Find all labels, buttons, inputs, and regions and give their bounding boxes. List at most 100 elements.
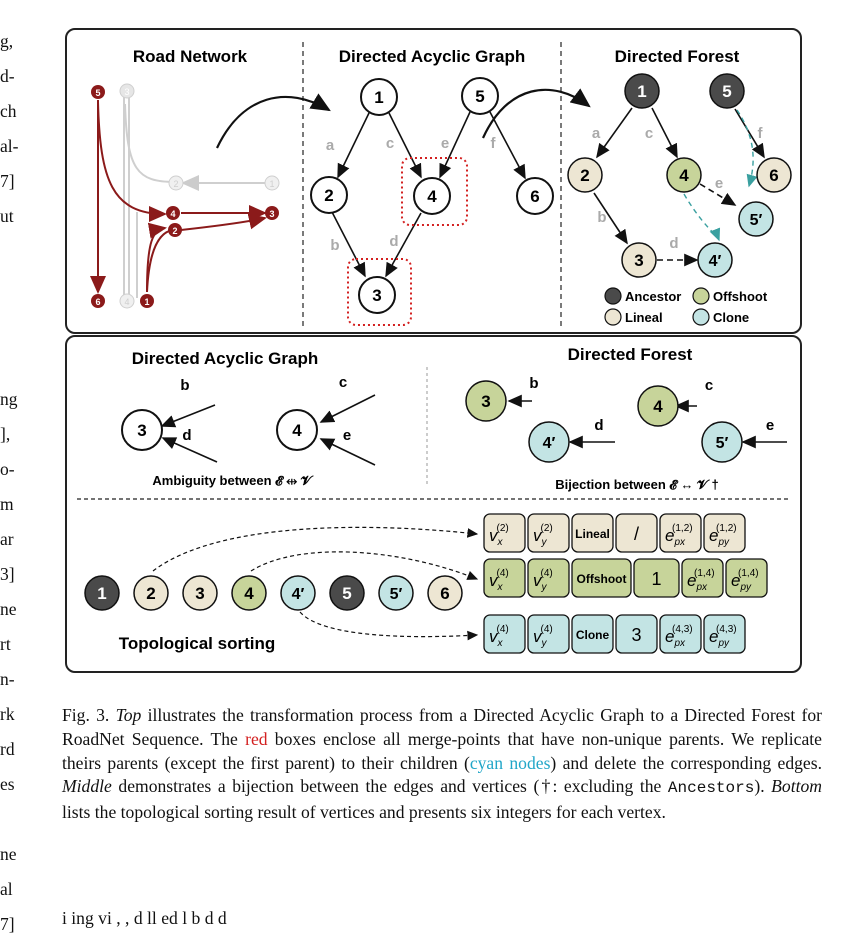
- dag-edge-label: c: [386, 135, 394, 152]
- caption-cyan: cyan nodes: [469, 752, 551, 773]
- integer-cell-text: vx(4): [489, 568, 509, 593]
- row-connector: [152, 526, 479, 572]
- forest-node-2-lineal: 2: [567, 157, 603, 193]
- clone-copy-arrow: [683, 193, 721, 242]
- left-fragment: al: [0, 879, 13, 899]
- integer-cell: [659, 513, 702, 553]
- topo-node-2: 2: [133, 575, 169, 611]
- forest-node-5-ancestor: 5: [709, 73, 745, 109]
- road-node-4-gray: 4: [119, 293, 135, 309]
- svg-text:5′: 5′: [750, 212, 763, 229]
- bottom-cut-text: i ing vi , , d ll ed l b d d: [62, 908, 227, 928]
- forest-edge-label: f: [758, 125, 764, 142]
- left-fragment: o-: [0, 459, 15, 479]
- integer-cell-text: epx(1,4): [687, 568, 715, 593]
- legend-offshoot: Offshoot: [692, 287, 768, 305]
- middle-forest-title: Directed Forest: [568, 345, 693, 364]
- svg-text:5′: 5′: [716, 435, 729, 452]
- middle-forest-node-4prime: 4′: [528, 421, 570, 463]
- ambiguity-label: Ambiguity between 𝓔 ⇹ 𝓥: [152, 473, 313, 488]
- left-fragment: d-: [0, 66, 15, 86]
- caption-text: lists the topological sorting result of …: [62, 802, 666, 823]
- integer-cell-text: epy(4,3): [709, 624, 737, 649]
- road-node-4: 4: [166, 206, 180, 220]
- dag-edge-label: e: [441, 135, 449, 152]
- middle-dag-title: Directed Acyclic Graph: [132, 349, 318, 368]
- forest-node-4-offshoot: 4: [666, 157, 702, 193]
- road-node-2: 2: [168, 223, 182, 237]
- svg-text:3: 3: [634, 251, 643, 270]
- svg-text:3: 3: [195, 584, 204, 603]
- integer-cell-text: vy(4): [533, 568, 553, 593]
- left-fragment: ne: [0, 599, 17, 619]
- integer-cell: [615, 513, 658, 553]
- topological-sorting-label: Topological sorting: [119, 634, 275, 653]
- svg-text:4: 4: [653, 397, 663, 416]
- svg-text:4: 4: [679, 166, 689, 185]
- left-fragment: al-: [0, 136, 19, 156]
- caption-text: demonstrates a bijection between the edg…: [111, 776, 668, 797]
- dag-edge-label: f: [491, 135, 497, 152]
- forest-dashed-edge: [699, 183, 737, 206]
- svg-text:1: 1: [374, 88, 383, 107]
- svg-text:3: 3: [124, 87, 129, 97]
- dag-node-6: 6: [516, 177, 554, 215]
- left-fragment: ng: [0, 389, 18, 409]
- middle-forest-node-5prime: 5′: [701, 421, 743, 463]
- top-figure-panel: Road Network Directed Acyclic Graph Dire…: [65, 28, 802, 334]
- svg-text:6: 6: [530, 187, 539, 206]
- middle-dag-edge-label: d: [182, 427, 191, 444]
- road-network-title: Road Network: [133, 47, 248, 66]
- svg-text:4′: 4′: [292, 586, 305, 603]
- topo-node-1: 1: [84, 575, 120, 611]
- svg-text:4: 4: [427, 187, 437, 206]
- svg-text:5′: 5′: [390, 586, 403, 603]
- svg-text:1: 1: [637, 82, 646, 101]
- topo-node-4prime: 4′: [280, 575, 316, 611]
- road-node-6: 6: [91, 294, 105, 308]
- svg-text:4′: 4′: [543, 435, 556, 452]
- left-fragment: rd: [0, 739, 15, 759]
- integer-cell: [681, 558, 724, 598]
- svg-text:3: 3: [481, 392, 490, 411]
- left-fragment: m: [0, 494, 14, 514]
- caption-text: illustrates the transformation process f…: [62, 705, 822, 749]
- caption-ancestors: Ancestors: [667, 779, 755, 798]
- svg-text:Offshoot: Offshoot: [713, 289, 768, 304]
- left-fragment: ar: [0, 529, 14, 549]
- left-fragment: n-: [0, 669, 15, 689]
- svg-text:4: 4: [124, 297, 129, 307]
- dag-edges: [331, 111, 526, 278]
- svg-text:4′: 4′: [709, 253, 722, 270]
- dag-edge-label: b: [330, 237, 339, 254]
- left-fragment: es: [0, 774, 15, 794]
- svg-text:2: 2: [172, 226, 177, 236]
- svg-text:6: 6: [95, 297, 100, 307]
- middle-forest-edge-label: c: [705, 377, 713, 394]
- integer-cell-text: epx(1,2): [665, 523, 693, 548]
- legend-clone: Clone: [692, 308, 749, 326]
- integer-cell: [483, 614, 526, 654]
- topo-node-6: 6: [427, 575, 463, 611]
- figure-caption: Fig. 3. Top illustrates the transformati…: [62, 704, 822, 825]
- middle-forest-node-4: 4: [637, 385, 679, 427]
- forest-node-3-lineal: 3: [621, 242, 657, 278]
- svg-text:3: 3: [269, 209, 274, 219]
- caption-text: ).: [754, 776, 772, 797]
- integer-cell: [703, 614, 746, 654]
- middle-dag-edge-label: e: [343, 427, 351, 444]
- integer-cell-text: epx(4,3): [665, 624, 693, 649]
- topo-node-3: 3: [182, 575, 218, 611]
- forest-node-1-ancestor: 1: [624, 73, 660, 109]
- road-node-2-gray: 2: [168, 175, 184, 191]
- integer-cell: [527, 614, 570, 654]
- forest-node-4prime-clone: 4′: [697, 242, 733, 278]
- forest-edge-label: d: [669, 235, 678, 252]
- middle-forest-edge-label: e: [766, 417, 774, 434]
- svg-text:5: 5: [475, 87, 484, 106]
- svg-text:Clone: Clone: [713, 310, 749, 325]
- legend: Ancestor Offshoot Lineal Clone: [604, 287, 768, 326]
- transition-arrow: [481, 88, 591, 139]
- integer-cell-text: epy(1,4): [731, 568, 759, 593]
- road-network-gray-roads: [123, 92, 265, 298]
